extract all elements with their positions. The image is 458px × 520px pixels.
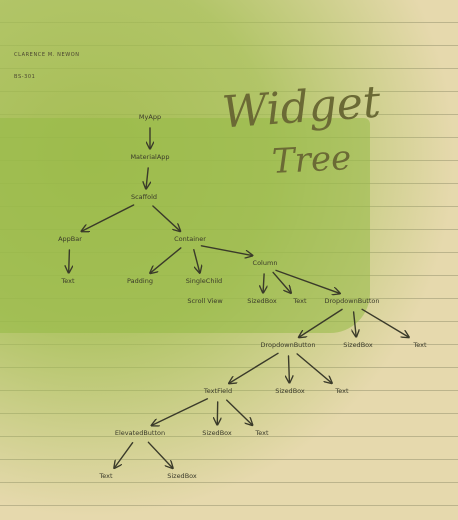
edge-container-to-column [200,245,251,256]
node-appbar: AppBar [58,235,82,243]
edge-scaffold-to-container [152,205,180,231]
edge-textfield-to-text5 [225,399,252,425]
node-col-text: Text [293,297,307,305]
node-text4: Text [335,387,349,395]
edge-column-to-col-text [272,271,290,292]
node-elevated: ElevatedButton [114,429,166,437]
green-highlight-wash [0,118,370,333]
header-class: BS-301 [14,74,36,80]
node-dropdown2: DropdownButton [260,341,316,349]
edge-textfield-to-elevated [152,398,209,425]
node-scaffold: Scaffold [130,193,158,201]
edge-elevated-to-text6 [115,442,134,468]
node-sizedbox1: SizedBox [247,297,277,305]
edge-elevated-to-sizedbox5 [147,441,172,467]
node-scrollview: Scroll View [187,297,223,305]
edge-dropdown2-to-text4 [296,353,331,383]
node-column: Column [252,259,278,267]
edge-container-to-padding [151,247,182,273]
edge-container-to-singlechild [193,248,200,272]
node-text6: Text [99,472,113,480]
edge-materialapp-to-scaffold [146,167,148,188]
header-name: CLARENCE M. NEWON [14,52,80,58]
node-textfield: TextField [203,387,233,395]
node-text3: Text [413,341,427,349]
node-myapp: MyApp [138,113,162,121]
node-sizedbox3: SizedBox [275,387,305,395]
edge-column-to-dropdown1 [275,269,339,293]
edge-dropdown2-to-textfield [230,352,279,383]
node-singlechild: SingleChild [185,277,223,285]
edge-dropdown1-to-text3 [361,308,408,337]
node-container: Container [174,235,206,243]
node-padding: Padding [127,277,153,285]
edge-dropdown1-to-dropdown2 [300,308,343,337]
edge-column-to-sizedbox1 [263,273,264,292]
edge-appbar-to-appbar-text [69,249,70,272]
edge-scaffold-to-appbar [82,204,135,231]
node-appbar-text: Text [61,277,75,285]
node-sizedbox2: SizedBox [343,341,373,349]
node-text5: Text [255,429,269,437]
node-sizedbox4: SizedBox [202,429,232,437]
node-dropdown1: DropdownButton [324,297,380,305]
node-materialapp: MaterialApp [130,153,170,161]
edge-dropdown1-to-sizedbox2 [354,311,357,336]
edge-dropdown2-to-sizedbox3 [289,355,290,382]
node-sizedbox5: SizedBox [167,472,197,480]
